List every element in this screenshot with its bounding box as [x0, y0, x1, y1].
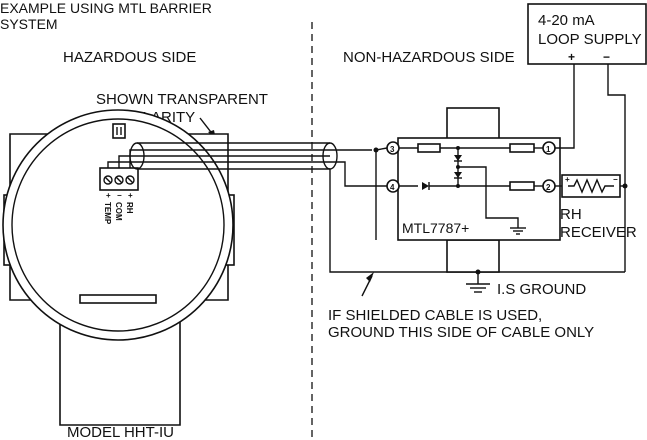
supply-positive-wire: [555, 64, 575, 149]
diagram-title-line1: EXAMPLE USING MTL BARRIER: [0, 0, 212, 16]
terminal-number-4: 4: [390, 183, 395, 192]
barrier-diode-ch2: [422, 182, 429, 190]
terminal-polarity-temp: +: [106, 191, 111, 200]
loop-supply-plus: +: [568, 50, 575, 64]
rh-receiver: + −: [555, 174, 628, 198]
terminal-number-2: 2: [546, 183, 551, 192]
terminal-polarity-com: −: [117, 191, 122, 200]
loop-supply-line1: 4-20 mA: [538, 12, 595, 29]
loop-supply-minus: −: [603, 50, 610, 64]
receiver-label-line1: RH: [560, 206, 582, 223]
loop-supply-line2: LOOP SUPPLY: [538, 31, 642, 48]
svg-text:+: +: [565, 175, 570, 184]
shield-ground-wire: [329, 169, 625, 273]
diagram-title-line2: SYSTEM: [0, 16, 58, 32]
barrier-fuse-ch2: [509, 181, 535, 191]
shield-note-line1: IF SHIELDED CABLE IS USED,: [328, 307, 542, 324]
model-label: MODEL HHT-IU: [67, 424, 174, 440]
receiver-label-line2: RECEIVER: [560, 224, 637, 241]
non-hazardous-side-label: NON-HAZARDOUS SIDE: [343, 49, 515, 66]
is-ground-symbol: [466, 269, 490, 293]
svg-text:−: −: [613, 175, 618, 184]
signal-cable: [107, 142, 388, 187]
terminal-label-rh: RH: [125, 202, 134, 214]
shield-note-line2: GROUND THIS SIDE OF CABLE ONLY: [328, 324, 594, 341]
barrier-model-label: MTL7787+: [402, 220, 469, 236]
barrier-resistor-ch1: [417, 143, 441, 153]
transparent-note-line1: SHOWN TRANSPARENT: [96, 91, 268, 108]
barrier-fuse-ch1: [509, 143, 535, 153]
terminal-number-1: 1: [546, 145, 551, 154]
hazardous-side-label: HAZARDOUS SIDE: [63, 49, 196, 66]
is-ground-label: I.S GROUND: [497, 281, 586, 298]
terminal-label-com: COM: [114, 202, 123, 221]
loop-supply-box: [527, 3, 647, 65]
shield-note-arrow: [361, 272, 374, 297]
transmitter-terminal-block: [99, 167, 139, 191]
mtl-barrier: [386, 107, 561, 273]
terminal-label-temp: TEMP: [103, 202, 112, 225]
terminal-polarity-rh: +: [128, 191, 133, 200]
terminal-number-3: 3: [390, 145, 395, 154]
transmitter-housing: [2, 109, 235, 426]
